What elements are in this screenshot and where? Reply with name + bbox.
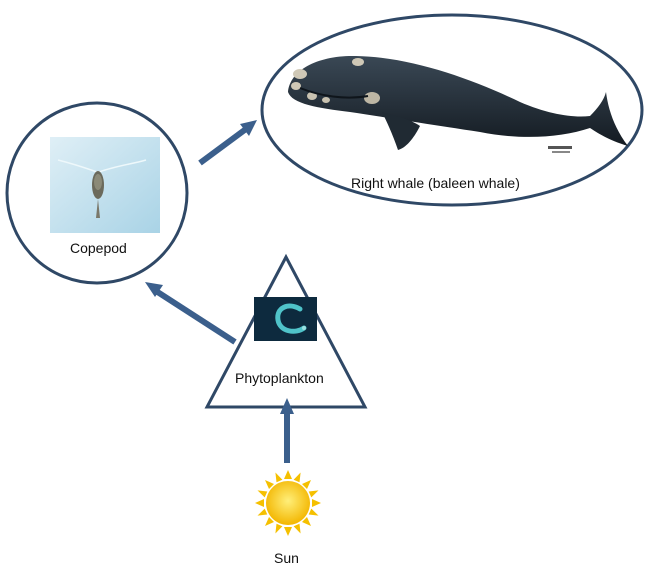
copepod-node [7,103,187,283]
copepod-image [50,137,160,233]
arrow-phytoplankton-to-copepod [145,282,235,342]
sun-label: Sun [274,550,299,566]
whale-label: Right whale (baleen whale) [351,175,520,191]
sun-image [255,470,321,536]
phytoplankton-image [254,297,317,341]
right-whale-image [288,56,628,153]
phytoplankton-label: Phytoplankton [235,370,324,386]
arrow-copepod-to-whale [200,120,257,163]
sun-node [255,470,321,536]
copepod-label: Copepod [70,240,127,256]
